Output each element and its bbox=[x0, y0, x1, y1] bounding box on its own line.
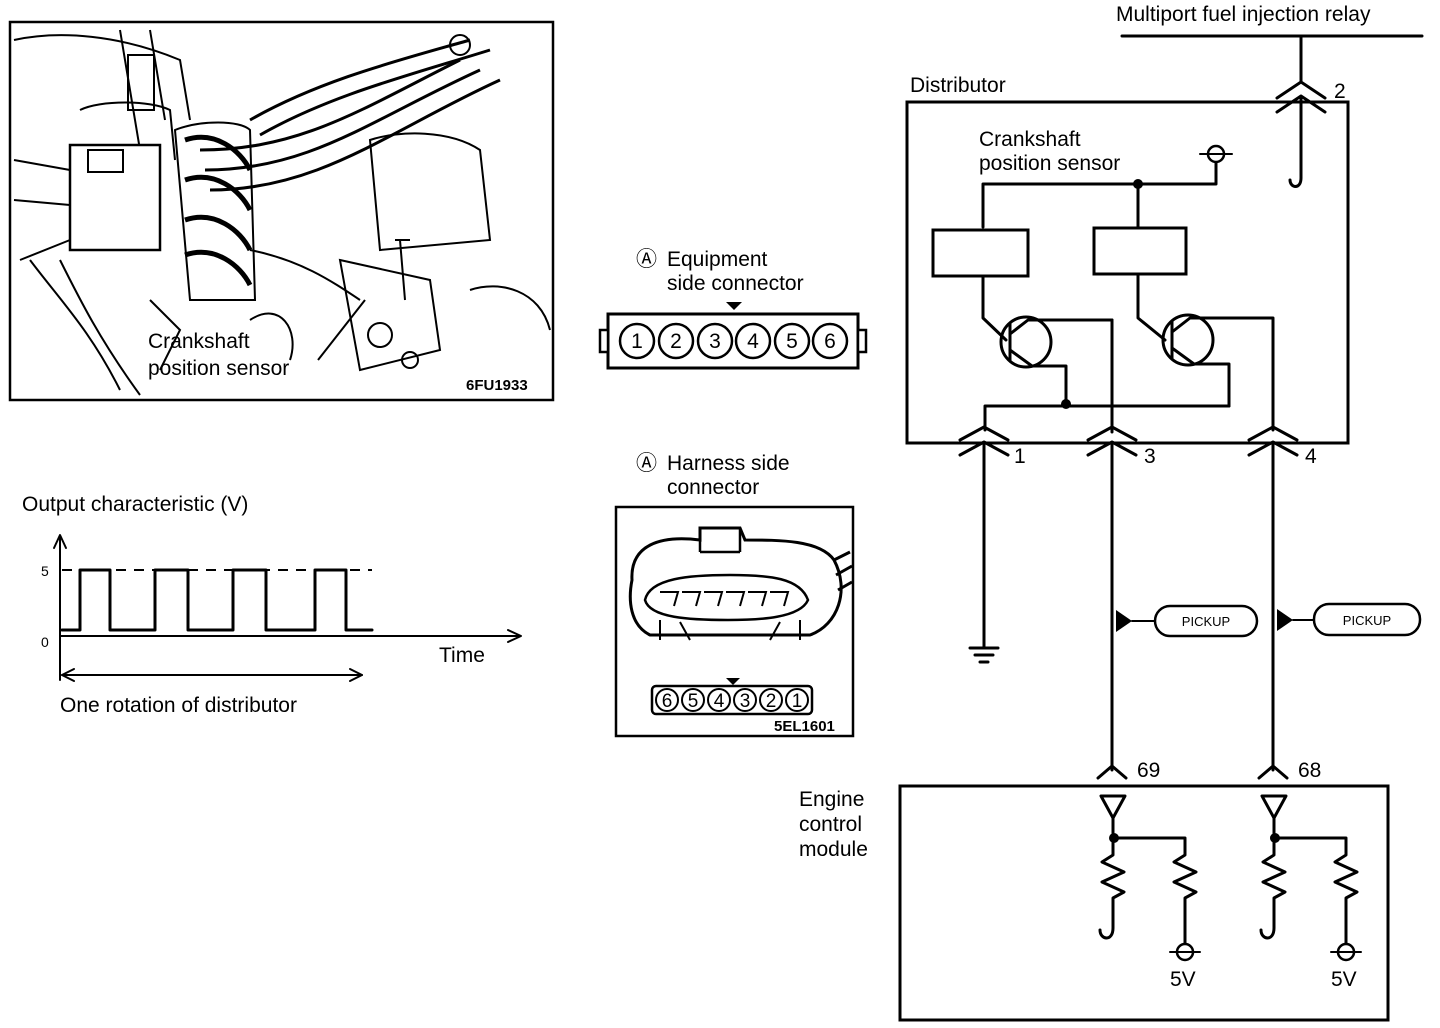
harness-pin bbox=[733, 688, 757, 712]
distributor-box bbox=[905, 100, 1350, 445]
harness-pin bbox=[785, 688, 809, 712]
output-characteristic-chart: Output characteristic (V) 5 0 Time One r… bbox=[22, 493, 522, 717]
terminal-4-connector bbox=[1247, 425, 1299, 772]
harness-pin bbox=[759, 688, 783, 712]
ground-bus-wire bbox=[983, 404, 1231, 432]
harness-pin-label: 1 bbox=[792, 691, 803, 712]
distributor-sensor-label-line1: Crankshaft bbox=[979, 128, 1081, 151]
photo-code: 6FU1933 bbox=[466, 377, 528, 394]
sensor-element-right bbox=[1092, 226, 1188, 276]
harness-pin-label: 2 bbox=[766, 691, 777, 712]
harness-pin-label: 3 bbox=[740, 691, 751, 712]
harness-connector-key-icon bbox=[726, 678, 740, 685]
harness-connector-title-line2: connector bbox=[667, 476, 759, 499]
harness-pin bbox=[681, 688, 705, 712]
equipment-connector-title-line1: Equipment bbox=[667, 248, 768, 271]
output-chart-x-arrow-icon bbox=[507, 629, 522, 643]
equipment-pin-label: 3 bbox=[709, 330, 721, 353]
equipment-pin bbox=[811, 322, 849, 360]
ecm-input-circuit-68 bbox=[1259, 794, 1362, 962]
pickup-badge-right bbox=[1312, 602, 1422, 637]
ecm-label-line2: control bbox=[799, 813, 862, 836]
photo-sensor-label-line1: Crankshaft bbox=[148, 330, 250, 353]
terminal-69-connector bbox=[1096, 764, 1128, 780]
transistor-left-icon bbox=[999, 315, 1053, 369]
engine-control-module-box bbox=[898, 784, 1390, 1022]
output-chart-y-arrow-icon bbox=[53, 534, 67, 549]
harness-pin-label: 4 bbox=[714, 691, 725, 712]
transistor-right-icon bbox=[1161, 313, 1215, 367]
ground-icon bbox=[968, 646, 1000, 664]
terminal-2-connector bbox=[1275, 80, 1327, 188]
harness-connector-title-line1: Harness side bbox=[667, 452, 790, 475]
equipment-pin-label: 4 bbox=[747, 330, 759, 353]
ecm-label-line3: module bbox=[799, 838, 868, 861]
equipment-pin bbox=[696, 322, 734, 360]
harness-connector-marker: Ⓐ bbox=[636, 452, 657, 475]
equipment-connector-marker: Ⓐ bbox=[636, 248, 657, 271]
buffer-icon bbox=[1099, 794, 1127, 820]
pickup-label-left: PICKUP bbox=[1182, 614, 1230, 629]
harness-connector-pins: 6 5 4 3 2 1 bbox=[655, 688, 809, 712]
equipment-connector-key-icon bbox=[726, 302, 742, 310]
terminal-3-connector bbox=[1086, 425, 1138, 772]
sensor-supply-wire bbox=[981, 160, 1218, 229]
harness-side-connector: Ⓐ Harness side connector 6 5 4 3 2 1 bbox=[614, 452, 855, 738]
output-chart-span-right-arrow-icon bbox=[349, 668, 363, 682]
buffer-icon bbox=[1260, 794, 1288, 820]
equipment-side-connector: Ⓐ Equipment side connector 1 2 3 4 5 6 bbox=[598, 248, 868, 370]
distributor-label: Distributor bbox=[910, 74, 1006, 97]
wiring-schematic: Multiport fuel injection relay Distribut… bbox=[799, 3, 1424, 1022]
harness-pin bbox=[655, 688, 679, 712]
photo-sensor-label-line2: position sensor bbox=[148, 357, 289, 380]
supply-label-left: 5V bbox=[1170, 968, 1196, 991]
pickup-arrow-right-icon bbox=[1277, 609, 1293, 631]
equipment-connector-pins: 1 2 3 4 5 6 bbox=[618, 322, 849, 360]
terminal-2-label: 2 bbox=[1334, 80, 1346, 103]
equipment-pin bbox=[773, 322, 811, 360]
terminal-4-label: 4 bbox=[1305, 445, 1317, 468]
sensor-element-left bbox=[931, 228, 1030, 278]
harness-connector-code: 5EL1601 bbox=[774, 718, 835, 735]
engine-photo-illustration bbox=[13, 29, 551, 396]
terminal-1-label: 1 bbox=[1014, 445, 1026, 468]
pickup-arrow-left-icon bbox=[1116, 610, 1132, 632]
output-chart-tick-high: 5 bbox=[41, 563, 49, 579]
equipment-pin-label: 6 bbox=[824, 330, 836, 353]
relay-label: Multiport fuel injection relay bbox=[1116, 3, 1371, 26]
harness-connector-illustration bbox=[628, 526, 853, 641]
ecm-label-line1: Engine bbox=[799, 788, 864, 811]
harness-pin-label: 6 bbox=[662, 691, 673, 712]
terminal-68-label: 68 bbox=[1298, 759, 1321, 782]
output-chart-x-label: Time bbox=[439, 644, 485, 667]
equipment-pin bbox=[657, 322, 695, 360]
engine-photo-panel: Crankshaft position sensor 6FU1933 bbox=[8, 20, 555, 402]
equipment-pin bbox=[618, 322, 656, 360]
terminal-3-label: 3 bbox=[1144, 445, 1156, 468]
ecm-input-circuit-69 bbox=[1098, 794, 1201, 962]
ground-bus-node bbox=[1061, 399, 1071, 409]
terminal-1-connector bbox=[958, 425, 1010, 650]
output-chart-title: Output characteristic (V) bbox=[22, 493, 248, 516]
output-chart-tick-low: 0 bbox=[41, 634, 49, 650]
equipment-pin bbox=[734, 322, 772, 360]
equipment-pin-label: 1 bbox=[631, 330, 643, 353]
terminal-69-label: 69 bbox=[1137, 759, 1160, 782]
terminal-68-connector bbox=[1257, 764, 1289, 780]
equipment-pin-label: 2 bbox=[670, 330, 682, 353]
pickup-badge-left bbox=[1153, 604, 1259, 638]
harness-pin bbox=[707, 688, 731, 712]
output-chart-span-left-arrow-icon bbox=[61, 668, 75, 682]
output-chart-pulse-waveform bbox=[60, 568, 374, 632]
output-chart-span-label: One rotation of distributor bbox=[60, 694, 297, 717]
distributor-sensor-label-line2: position sensor bbox=[979, 152, 1120, 175]
equipment-pin-label: 5 bbox=[786, 330, 798, 353]
equipment-connector-title-line2: side connector bbox=[667, 272, 804, 295]
pickup-label-right: PICKUP bbox=[1343, 613, 1391, 628]
harness-pin-label: 5 bbox=[688, 691, 699, 712]
supply-label-right: 5V bbox=[1331, 968, 1357, 991]
